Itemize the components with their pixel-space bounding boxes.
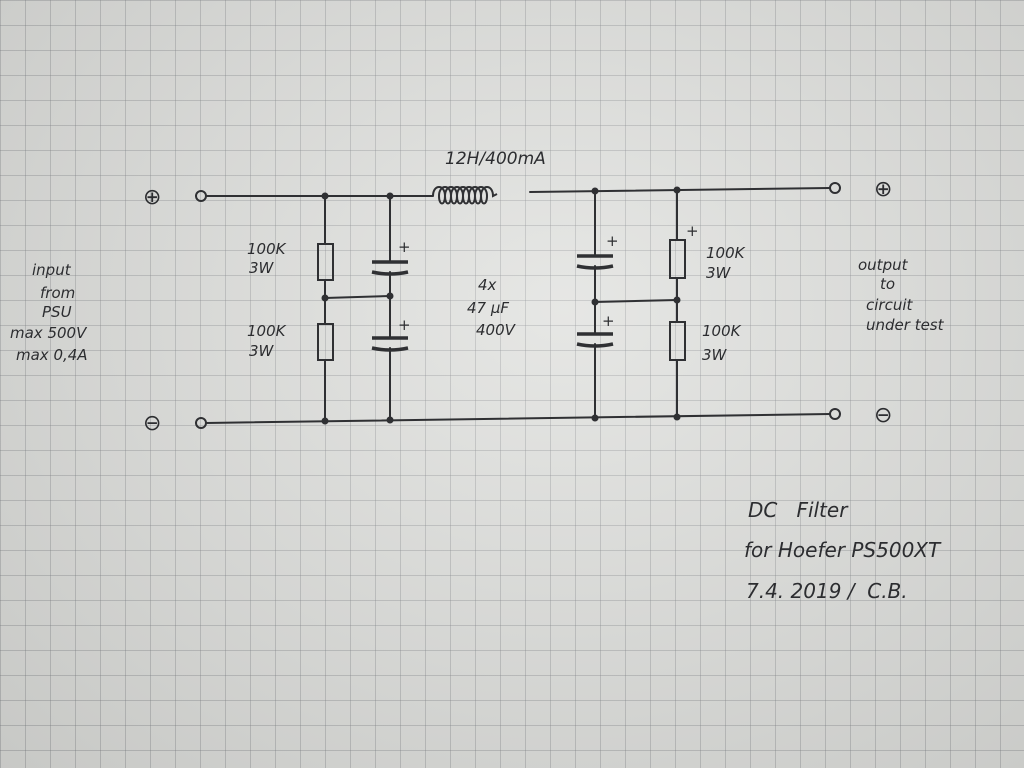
in-pos-symbol: ⊕: [143, 185, 161, 210]
polarity-mark-c3: +: [606, 232, 619, 250]
junction: [673, 413, 681, 421]
junction: [386, 416, 394, 424]
output-note-line-2: to: [880, 275, 895, 293]
input-note-line-2: from: [40, 284, 75, 302]
junction: [591, 414, 599, 422]
polarity-mark-r3: +: [686, 222, 699, 240]
junction: [386, 192, 394, 200]
output-note-line-3: circuit: [866, 296, 914, 314]
bottom-rail: [205, 413, 831, 424]
capacitor-c4: [576, 332, 614, 348]
capacitor-c2: [371, 336, 409, 352]
capacitor-c1: [371, 260, 409, 276]
output-note-line-4: under test: [866, 316, 945, 334]
title-line-3: 7.4. 2019 / C.B.: [746, 579, 908, 603]
resistor-r1: [317, 243, 334, 281]
left-midpoint-bridge: [324, 295, 391, 299]
out-neg-symbol: ⊖: [874, 403, 892, 428]
out-pos-symbol: ⊕: [874, 177, 892, 202]
cap-count: 4x: [478, 276, 497, 294]
terminal-out-pos: [829, 182, 841, 194]
r3-value: 100K: [706, 244, 746, 262]
r2-value: 100K: [247, 322, 287, 340]
inductor-coil: [432, 186, 498, 205]
r1-power: 3W: [249, 259, 275, 277]
resistor-r3: [669, 239, 686, 279]
r4-value: 100K: [702, 322, 742, 340]
terminal-in-neg: [195, 417, 207, 429]
terminal-out-neg: [829, 408, 841, 420]
r1-value: 100K: [247, 240, 287, 258]
junction: [321, 294, 329, 302]
cap-value: 47 µF: [467, 299, 509, 317]
junction: [591, 187, 599, 195]
junction: [673, 296, 681, 304]
terminals: [195, 182, 841, 429]
polarity-mark-c1: +: [398, 238, 411, 256]
r4-power: 3W: [702, 346, 728, 364]
junctions: [321, 186, 681, 425]
r2-power: 3W: [249, 342, 275, 360]
title-line-2: for Hoefer PS500XT: [744, 538, 942, 562]
polarity-mark-c4: +: [602, 312, 615, 330]
terminal-in-pos: [195, 190, 207, 202]
cap-voltage: 400V: [476, 321, 517, 339]
input-note-line-1: input: [32, 261, 72, 279]
wires: [205, 187, 831, 424]
resistor-r4: [669, 321, 686, 361]
inductor-label: 12H/400mA: [445, 149, 546, 169]
junction: [386, 292, 394, 300]
output-note-line-1: output: [858, 256, 909, 274]
r3-power: 3W: [706, 264, 732, 282]
junction: [673, 186, 681, 194]
resistor-r2: [317, 323, 334, 361]
right-midpoint-bridge: [594, 299, 678, 303]
junction: [591, 298, 599, 306]
polarity-mark-c2: +: [398, 316, 411, 334]
title-line-1: DC Filter: [748, 498, 849, 522]
input-note-line-3: PSU: [42, 303, 72, 321]
input-note-line-5: max 0,4A: [16, 346, 88, 364]
capacitor-c3: [576, 254, 614, 270]
junction: [321, 192, 329, 200]
in-neg-symbol: ⊖: [143, 411, 161, 436]
junction: [321, 417, 329, 425]
input-note-line-4: max 500V: [10, 324, 88, 342]
